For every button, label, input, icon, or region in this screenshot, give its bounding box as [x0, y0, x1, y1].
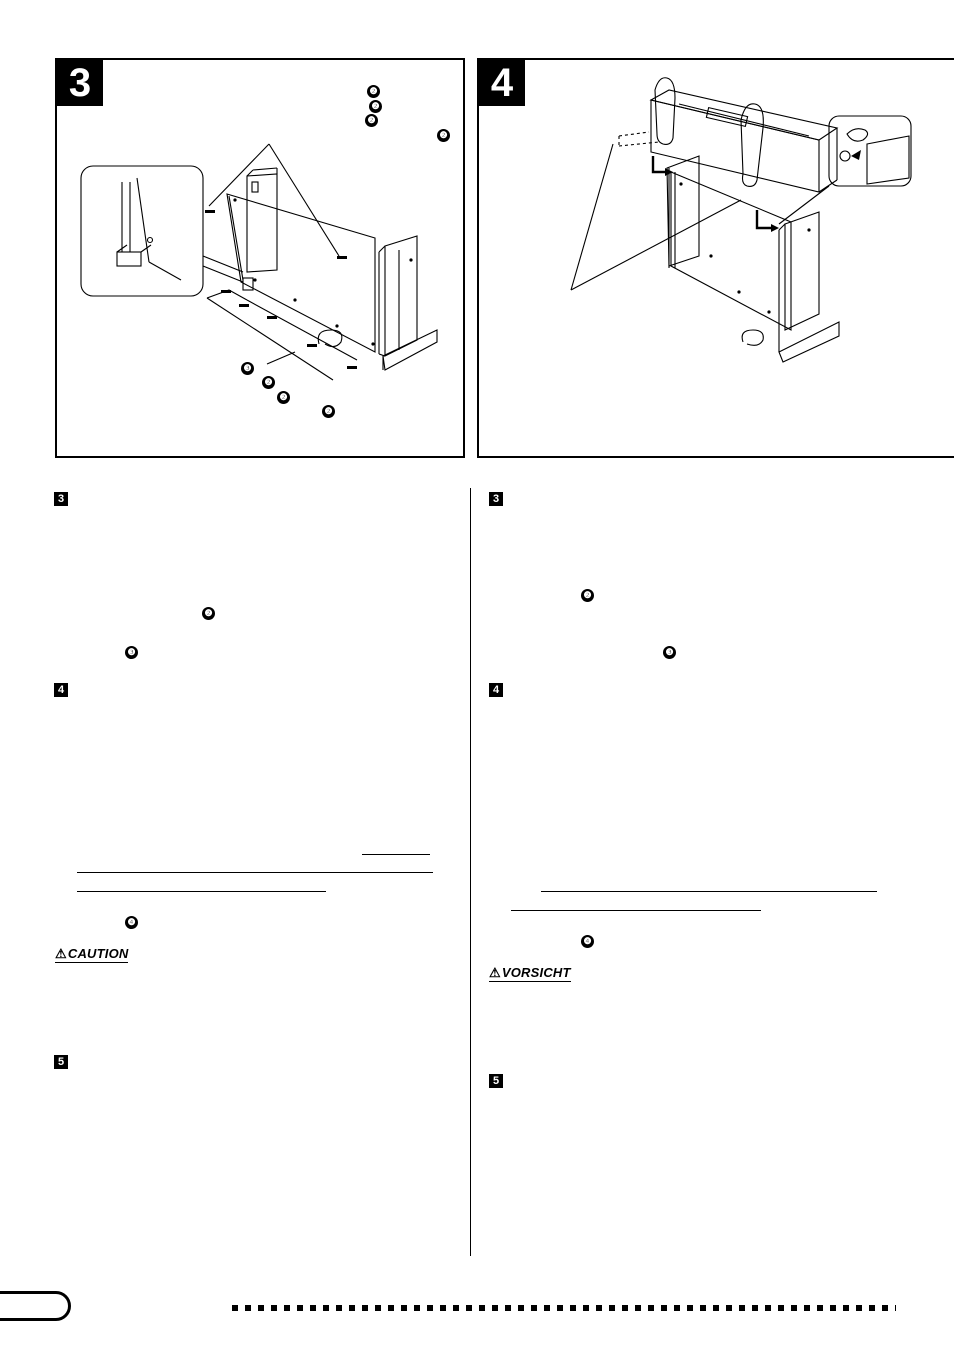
warning-icon: ⚠: [489, 965, 501, 980]
right-step-3-marker: 3: [489, 492, 503, 506]
underline: [541, 891, 877, 892]
left-step-5-marker: 5: [54, 1055, 68, 1069]
left-ref-2: ❷: [202, 607, 215, 620]
right-ref-2: ❷: [581, 589, 594, 602]
underline: [362, 854, 430, 855]
callout-marker: ❷: [365, 114, 378, 127]
left-ref-4: ❹: [125, 916, 138, 929]
screw-marker: ❷: [262, 376, 275, 389]
left-step-4-marker: 4: [54, 683, 68, 697]
figure-step-3: 3: [55, 58, 465, 458]
right-ref-3: ❸: [663, 646, 676, 659]
step-4-badge: 4: [479, 60, 525, 106]
detail-inset: [828, 115, 912, 187]
right-ref-4: ❹: [581, 935, 594, 948]
left-ref-3: ❸: [125, 646, 138, 659]
column-divider: [470, 488, 471, 1256]
callout-marker: ❷: [367, 85, 380, 98]
step-3-badge: 3: [57, 60, 103, 106]
left-caution-label: ⚠CAUTION: [55, 946, 129, 963]
callout-marker: ❷: [369, 100, 382, 113]
right-step-4-marker: 4: [489, 683, 503, 697]
keyboard-mounting-illustration: [570, 77, 912, 363]
left-step-3-marker: 3: [54, 492, 68, 506]
screw-marker: ❷: [277, 391, 290, 404]
caution-text: VORSICHT: [501, 965, 571, 980]
figure-step-4: 4: [477, 58, 954, 458]
underline: [77, 891, 326, 892]
warning-icon: ⚠: [55, 946, 67, 961]
footer-dotted-rule: [232, 1305, 896, 1311]
right-caution-label: ⚠VORSICHT: [489, 966, 571, 982]
underline: [511, 910, 761, 911]
page-number-tab: [0, 1291, 71, 1321]
caution-text: CAUTION: [67, 946, 129, 961]
screw-marker: ❸: [241, 362, 254, 375]
detail-inset: [80, 165, 204, 297]
callout-marker: ❷: [437, 129, 450, 142]
right-step-5-marker: 5: [489, 1074, 503, 1088]
stand-assembly-illustration: [80, 143, 438, 381]
screw-marker: ❷: [322, 405, 335, 418]
underline: [77, 872, 433, 873]
